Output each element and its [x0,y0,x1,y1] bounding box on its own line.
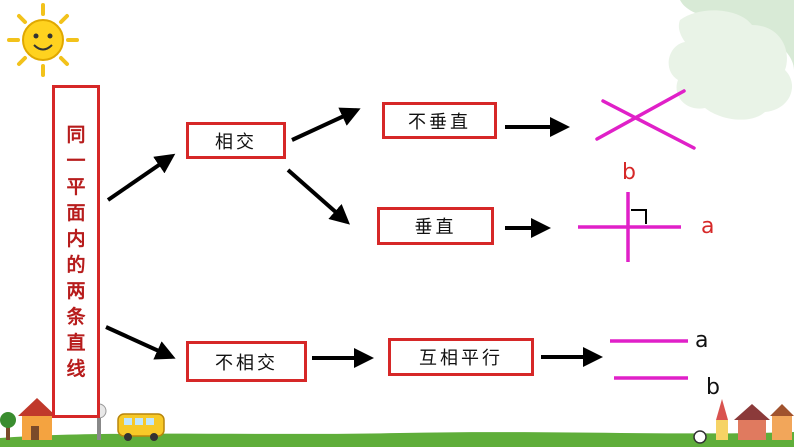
perpendicular-lines-figure [578,192,681,262]
parallel-label-a: a [695,328,709,353]
arrow-intersect-to-perpendicular [286,168,351,225]
left-title-box: 同 一 平 面 内 的 两 条 直 线 [52,85,100,418]
node-perpendicular-label: 垂直 [414,217,457,238]
node-intersect-label: 相交 [215,131,257,153]
node-parallel-label: 互相平行 [419,348,503,369]
node-parallel: 互相平行 [388,338,534,376]
left-title-char: 两 [66,279,86,302]
node-intersect: 相交 [186,122,286,159]
left-title-char: 条 [66,305,86,328]
arrow-title-to-intersect [106,153,176,202]
ball-icon [693,430,707,444]
crossing-lines-figure [595,89,696,150]
perpendicular-label-b: b [622,160,636,185]
cloud-shape [668,10,793,120]
house-icon [716,399,794,440]
perpendicular-label-a: a [701,214,715,239]
arrow-title-to-not-intersect [105,325,176,360]
left-title-char: 的 [66,253,86,276]
left-title-char: 同 [66,123,86,146]
left-title-char: 一 [66,149,86,172]
node-not-perpendicular: 不垂直 [382,102,497,139]
node-not-perpendicular-label: 不垂直 [408,111,471,133]
sun-icon [7,3,79,77]
node-perpendicular: 垂直 [377,207,494,245]
bus-icon [117,413,165,441]
left-title-char: 线 [66,357,86,380]
node-not-intersect-label: 不相交 [215,352,278,374]
left-title-char: 内 [66,227,86,250]
right-angle-mark [631,209,647,224]
left-title-char: 面 [66,201,86,224]
parallel-label-b: b [706,375,720,400]
parallel-lines-figure [610,339,688,380]
node-not-intersect: 不相交 [186,341,307,382]
house-icon [18,398,56,440]
left-title-char: 平 [66,175,86,198]
grass-strip [0,432,794,447]
left-title-char: 直 [66,331,86,354]
arrow-intersect-to-not-perpendicular [291,107,361,142]
